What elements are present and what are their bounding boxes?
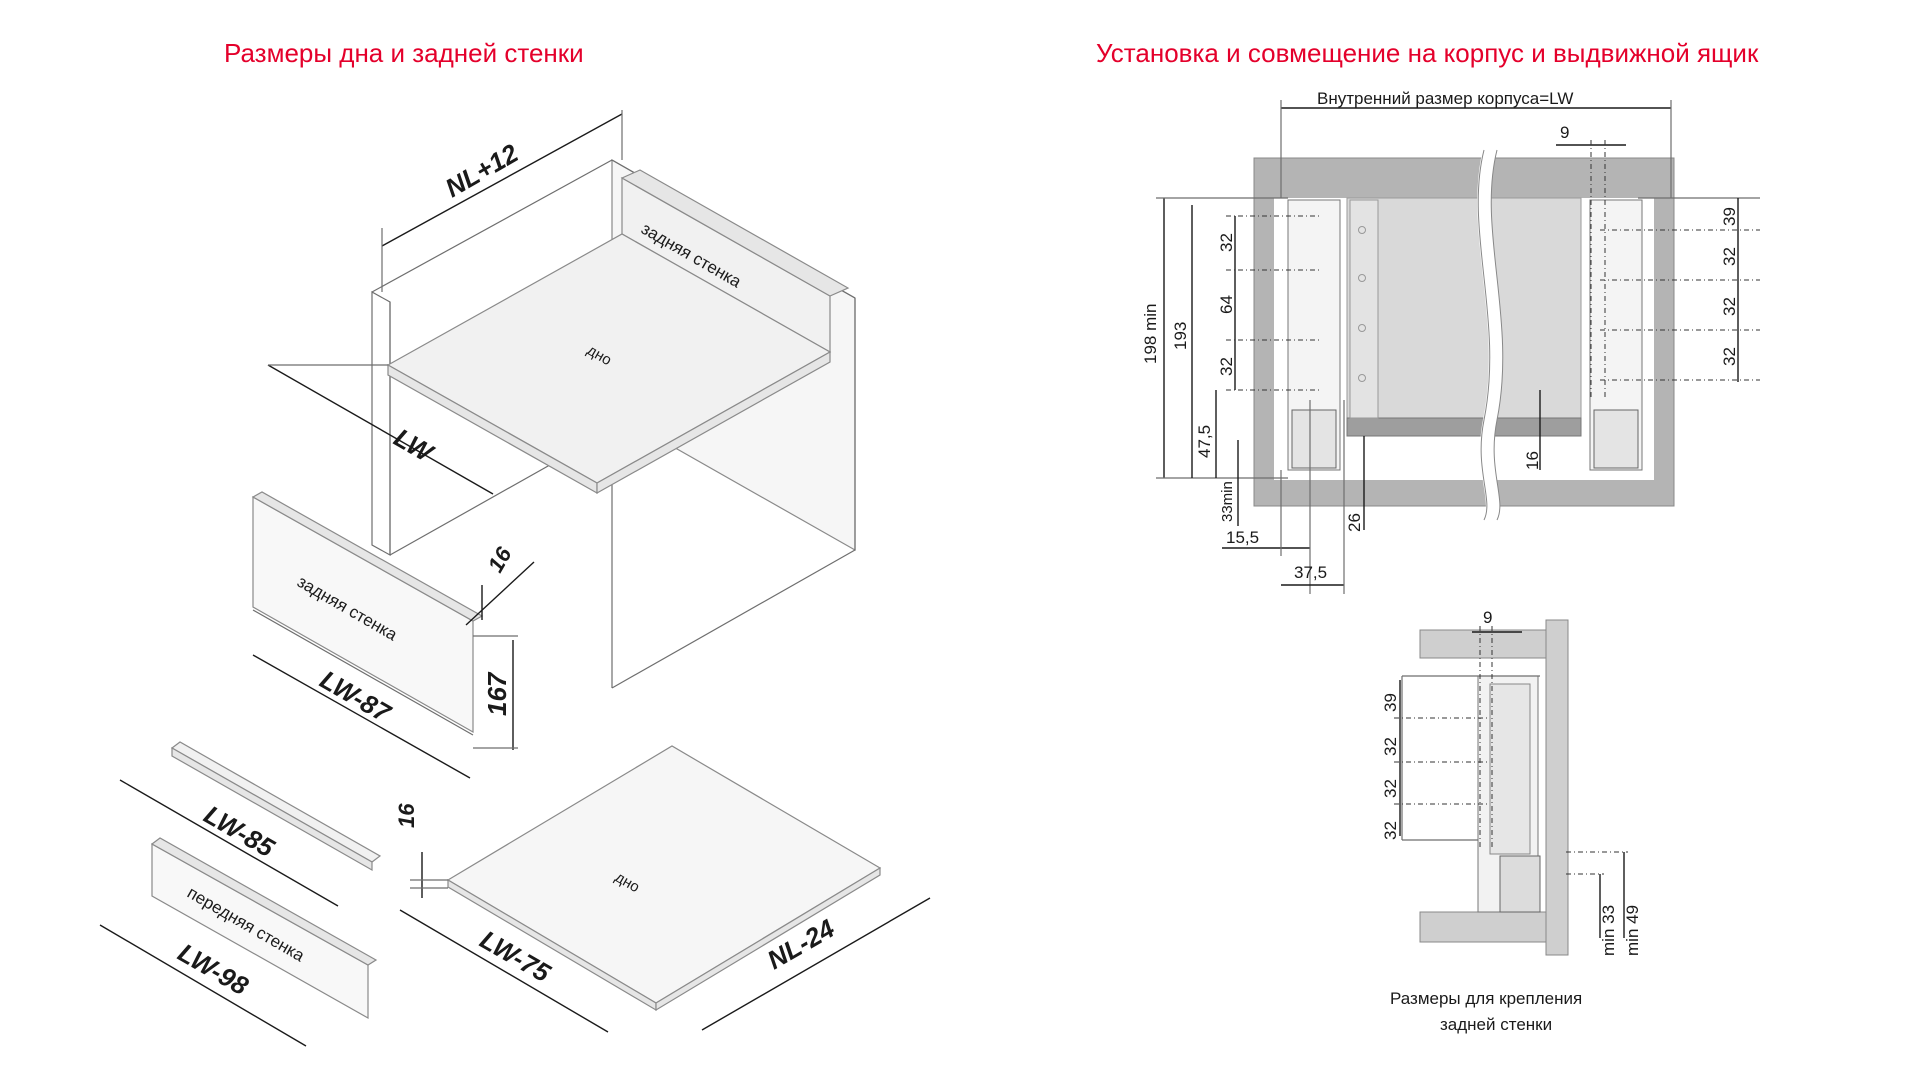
inner-size-label: Внутренний размер корпуса=LW [1317,89,1573,108]
back-wall-part: задняя стенка LW-87 16 167 [251,491,535,779]
caption-line1: Размеры для крепления [1390,989,1582,1008]
bd32c-label: 32 [1381,821,1400,840]
title-right: Установка и совмещение на корпус и выдви… [1096,38,1759,68]
r32b-label: 32 [1720,297,1739,316]
bottom-part: дно 16 LW-75 NL-24 [394,745,931,1033]
d26-label: 26 [1345,513,1364,532]
d32a-label: 32 [1217,233,1236,252]
lw-label: LW [389,422,440,469]
cabinet-dimensions: Внутренний размер корпуса=LW 9 198 min 1… [1141,89,1760,594]
lw75-dimension-line [399,909,609,1033]
front-wall-part: передняя стенка LW-98 [99,837,378,1047]
nl24-dimension-line [701,897,931,1031]
bd39-label: 39 [1381,693,1400,712]
left-side-panel [371,290,391,557]
h167-label: 167 [482,671,512,716]
r32c-label: 32 [1720,347,1739,366]
min33-label: min 33 [1599,905,1618,956]
nl12-dimension-line [381,113,623,247]
side-detail: 9 39 32 32 32 min 33 min 49 Размеры для … [1381,608,1642,1034]
h16a-label: 16 [483,542,517,576]
d47-label: 47,5 [1195,425,1214,458]
lw-dimension-line [267,364,494,495]
d32b-label: 32 [1217,357,1236,376]
lw85-dimension-line [119,779,339,907]
r32a-label: 32 [1720,247,1739,266]
title-left: Размеры дна и задней стенки [224,38,584,68]
h16b-label: 16 [394,803,419,828]
r39-label: 39 [1720,207,1739,226]
d33-label: 33min [1219,481,1236,522]
d64-label: 64 [1217,295,1236,314]
caption-line2: задней стенки [1440,1015,1552,1034]
d9-label: 9 [1560,123,1569,142]
d155-label: 15,5 [1226,528,1259,547]
min49-label: min 49 [1623,905,1642,956]
bd32b-label: 32 [1381,779,1400,798]
d193-label: 193 [1171,322,1190,350]
lw87-dimension-line [252,654,471,779]
lw98-dimension-line [99,924,307,1047]
nl12-label: NL+12 [440,138,524,204]
d198-label: 198 min [1141,304,1160,364]
cabinet-section [1253,148,1675,524]
bd9-label: 9 [1483,608,1492,627]
d375-label: 37,5 [1294,563,1327,582]
bd32a-label: 32 [1381,737,1400,756]
d16-label: 16 [1523,451,1542,470]
